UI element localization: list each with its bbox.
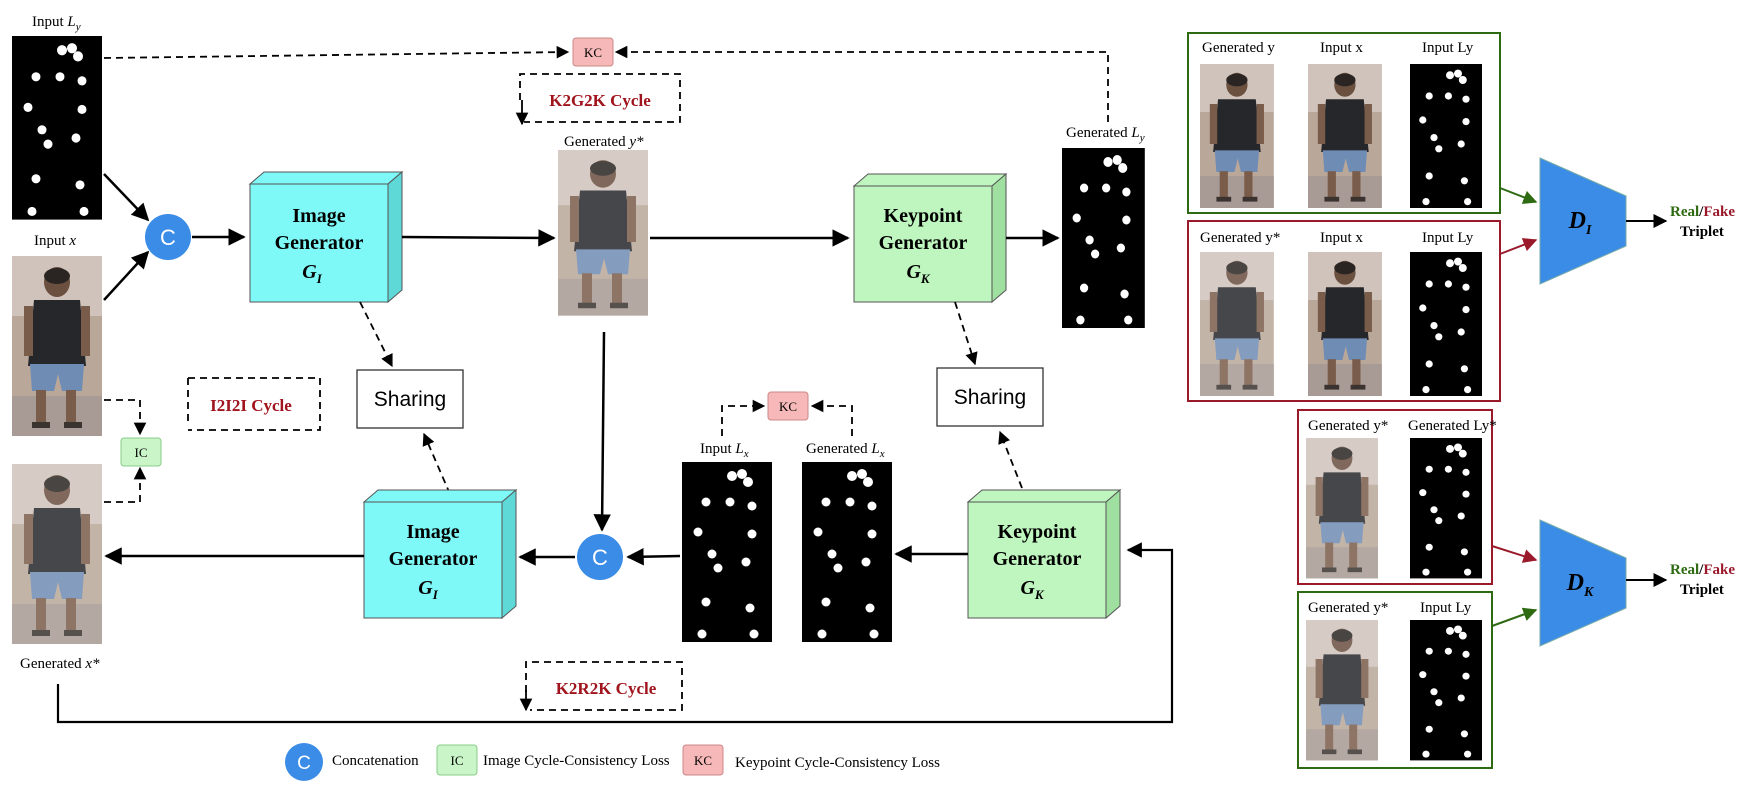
svg-text:Input x: Input x [1320,40,1363,56]
svg-text:Input Ly: Input Ly [1420,600,1472,616]
generated-ly-star-map [1062,148,1145,328]
svg-text:GI: GI [302,261,322,286]
generated-ly-star-label: Generated Ly [1066,125,1145,144]
k2g2k-cycle-label: K2G2K Cycle [549,91,651,110]
legend-kc-icon [682,744,724,776]
svg-text:GI: GI [418,577,438,602]
svg-text:Generator: Generator [993,548,1082,570]
svg-text:Triplet: Triplet [1680,582,1724,598]
svg-text:Generated y*: Generated y* [1200,230,1280,246]
ic-label: IC [135,445,148,460]
svg-text:Generated Ly*: Generated Ly* [1408,418,1497,434]
input-x-label: Input x [34,233,76,249]
legend-c-icon [285,743,323,781]
input-lx-label: Input Lx [700,441,749,460]
triplet-fake-image-box [1187,220,1501,402]
svg-text:Generator: Generator [879,232,968,254]
input-ly-keypoint-map [12,36,102,220]
svg-text:Image: Image [292,205,345,227]
sharing-right-label: Sharing [954,386,1026,409]
legend-kc-text: Keypoint Cycle-Consistency Loss [735,755,940,771]
legend-ic-icon [436,744,478,776]
generated-y-star-label: Generated y* [564,134,644,150]
disc-i-output: Real/Fake [1670,204,1735,220]
generated-x-image [12,464,102,644]
discriminator-image: DI [1539,157,1627,285]
kc-top-label: KC [584,45,602,60]
svg-text:Generated y*: Generated y* [1308,418,1388,434]
svg-text:GK: GK [1020,577,1044,602]
generated-lx-star-label: Generated Lx [806,441,885,460]
svg-text:Generator: Generator [275,232,364,254]
triplet-fake-keypoint-box [1297,409,1493,585]
generated-x-label: Generated x* [20,656,100,672]
svg-text:Generated y: Generated y [1202,40,1275,56]
generated-y-star-image [558,150,648,316]
svg-text:DK: DK [1566,570,1595,600]
sharing-box-right [936,367,1044,427]
svg-text:Generated y*: Generated y* [1308,600,1388,616]
concat-symbol-top: C [160,225,176,250]
discriminator-keypoint: DK [1539,519,1627,647]
svg-text:DI: DI [1568,208,1592,238]
keypoint-generator-top: Keypoint Generator GK [852,172,1008,304]
sharing-box-left [356,369,464,429]
input-lx-map [682,462,772,642]
svg-text:Generator: Generator [389,548,478,570]
svg-text:Keypoint: Keypoint [998,521,1077,543]
legend-ic-text: Image Cycle-Consistency Loss [483,753,670,769]
svg-text:Image: Image [406,521,459,543]
svg-text:C: C [297,753,311,774]
i2i2i-cycle-label: I2I2I Cycle [210,396,292,415]
concatenation-node-bottom [577,534,623,580]
svg-text:KC: KC [694,753,712,768]
triplet-real-image-box [1187,32,1501,214]
ic-node [120,437,162,467]
svg-text:IC: IC [451,753,464,768]
svg-text:Keypoint: Keypoint [884,205,963,227]
svg-text:Input Ly: Input Ly [1422,40,1474,56]
image-generator-top: Image Generator GI [248,170,404,304]
concat-symbol-bottom: C [592,545,608,570]
kc-node-middle [767,391,809,421]
generated-lx-star-map [802,462,892,642]
sharing-left-label: Sharing [374,388,446,411]
svg-text:Input x: Input x [1320,230,1363,246]
input-ly-label: Input Ly [32,14,81,33]
kc-node-top [572,37,614,67]
kc-middle-label: KC [779,399,797,414]
disc-k-output: Real/Fake [1670,562,1735,578]
k2r2k-cycle-label: K2R2K Cycle [556,679,657,698]
legend-c-text: Concatenation [332,753,419,769]
svg-text:GK: GK [906,261,930,286]
input-x-image [12,256,102,436]
image-generator-bottom: Image Generator GI [362,488,518,620]
svg-text:Triplet: Triplet [1680,224,1724,240]
triplet-real-keypoint-box [1297,591,1493,769]
concatenation-node-top [145,214,191,260]
svg-text:Input Ly: Input Ly [1422,230,1474,246]
keypoint-generator-bottom: Keypoint Generator GK [966,488,1122,620]
